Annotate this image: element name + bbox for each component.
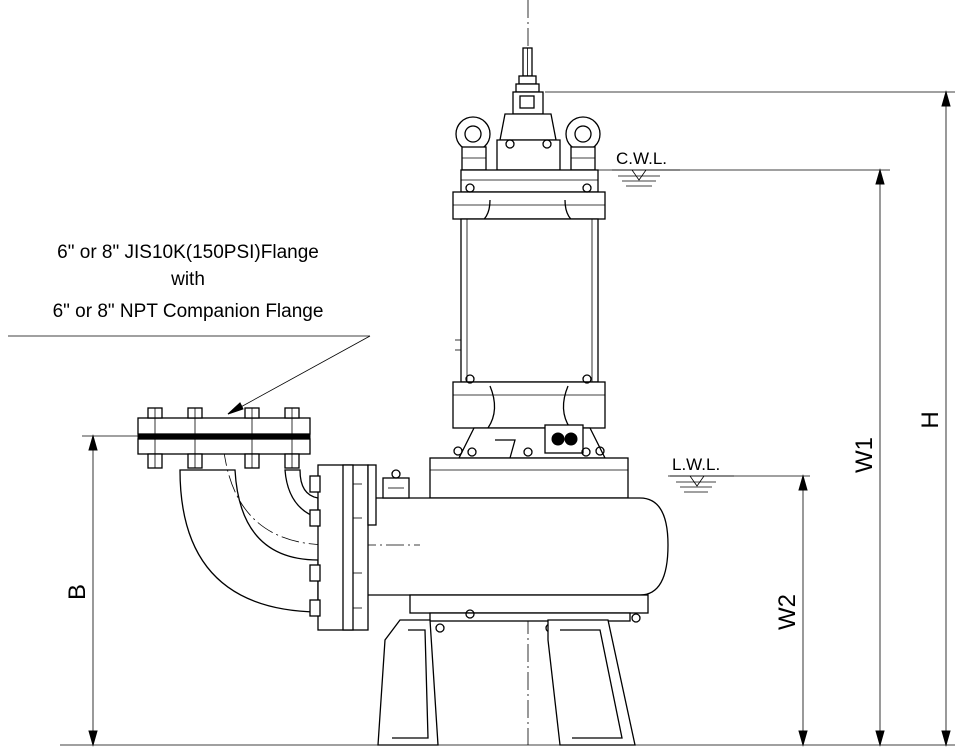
pump-leg-left — [377, 619, 439, 746]
callout-line-3: 6" or 8" NPT Companion Flange — [53, 301, 324, 322]
dimension-w2 — [798, 474, 808, 747]
dimension-h — [545, 90, 955, 747]
motor-lower-bracket — [452, 374, 607, 459]
motor-body — [455, 218, 599, 383]
casing-top-flange — [429, 447, 629, 499]
top-discharge-flange — [137, 407, 311, 469]
pump-leg-right — [547, 619, 636, 746]
lifting-eye-right — [565, 116, 601, 171]
flange-callout-leader — [8, 335, 371, 415]
elbow-outlet-flange — [309, 464, 377, 631]
cable-entry — [499, 47, 557, 141]
callout-line-1: 6" or 8" JIS10K(150PSI)Flange — [57, 242, 319, 263]
dimension-w1 — [875, 168, 885, 747]
cwl-marker — [560, 169, 890, 187]
volute-casing — [359, 469, 669, 596]
motor-top-cap — [452, 139, 606, 226]
dimension-b — [82, 434, 138, 747]
dim-w1-label: W1 — [851, 437, 878, 473]
lwl-label: L.W.L. — [672, 455, 720, 474]
dim-h-label: H — [917, 411, 944, 428]
lwl-marker — [668, 475, 810, 493]
callout-line-2: with — [170, 269, 205, 290]
base-plate — [409, 594, 649, 633]
cwl-label: C.W.L. — [616, 149, 667, 168]
lifting-eye-left — [455, 116, 491, 171]
dim-b-label: B — [64, 584, 91, 600]
dim-w2-label: W2 — [774, 594, 801, 630]
